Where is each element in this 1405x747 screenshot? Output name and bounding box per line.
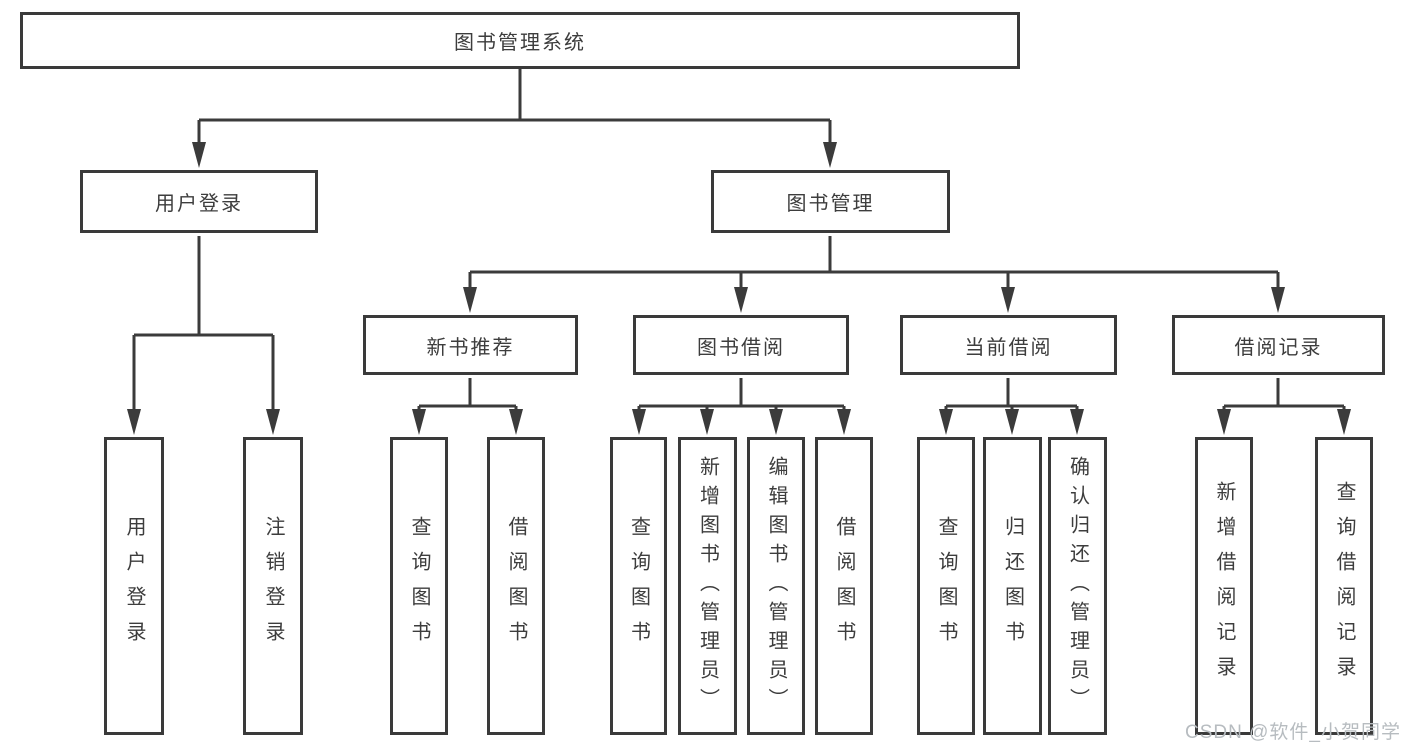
node-leaf-edit-book-admin: 编辑图书（管理员）	[747, 437, 805, 735]
node-leaf-query-books-1: 查询图书	[390, 437, 448, 735]
node-book-management: 图书管理	[711, 170, 950, 233]
leaf-label: 用户登录	[123, 516, 145, 656]
node-new-book-recommend-label: 新书推荐	[426, 336, 515, 359]
leaf-label: 查询借阅记录	[1333, 481, 1355, 691]
leaf-label: 新增借阅记录	[1213, 481, 1235, 691]
node-new-book-recommend: 新书推荐	[363, 315, 578, 375]
leaf-label: 编辑图书（管理员）	[765, 455, 787, 717]
node-leaf-query-books-2: 查询图书	[610, 437, 667, 735]
node-leaf-borrow-books-1: 借阅图书	[487, 437, 545, 735]
leaf-label: 查询图书	[935, 516, 957, 656]
leaf-label: 借阅图书	[505, 516, 527, 656]
leaf-label: 归还图书	[1001, 516, 1024, 656]
leaf-label: 查询图书	[627, 516, 650, 656]
node-leaf-add-book-admin: 新增图书（管理员）	[678, 437, 737, 735]
arrowhead-icons	[127, 142, 1351, 435]
node-borrow-records-label: 借阅记录	[1234, 336, 1323, 359]
node-book-management-label: 图书管理	[786, 193, 875, 215]
node-root-system: 图书管理系统	[20, 12, 1020, 69]
node-leaf-confirm-return-admin: 确认归还（管理员）	[1048, 437, 1107, 735]
node-current-borrow: 当前借阅	[900, 315, 1117, 375]
node-leaf-logout: 注销登录	[243, 437, 303, 735]
csdn-watermark: CSDN @软件_小贺同学	[1185, 722, 1401, 743]
node-current-borrow-label: 当前借阅	[964, 336, 1053, 359]
node-leaf-user-login: 用户登录	[104, 437, 164, 735]
leaf-label: 查询图书	[408, 516, 430, 656]
leaf-label: 新增图书（管理员）	[696, 455, 719, 717]
node-leaf-borrow-books-2: 借阅图书	[815, 437, 873, 735]
leaf-label: 注销登录	[262, 516, 284, 656]
leaf-label: 借阅图书	[833, 516, 855, 656]
node-user-login: 用户登录	[80, 170, 318, 233]
node-leaf-query-books-3: 查询图书	[917, 437, 975, 735]
node-leaf-return-book: 归还图书	[983, 437, 1042, 735]
node-user-login-label: 用户登录	[155, 193, 243, 215]
node-borrow-records: 借阅记录	[1172, 315, 1385, 375]
leaf-label: 确认归还（管理员）	[1066, 455, 1089, 717]
node-leaf-add-borrow-record: 新增借阅记录	[1195, 437, 1253, 735]
node-book-borrow: 图书借阅	[633, 315, 849, 375]
node-leaf-query-borrow-record: 查询借阅记录	[1315, 437, 1373, 735]
node-root-label: 图书管理系统	[454, 32, 586, 54]
node-book-borrow-label: 图书借阅	[697, 336, 785, 359]
